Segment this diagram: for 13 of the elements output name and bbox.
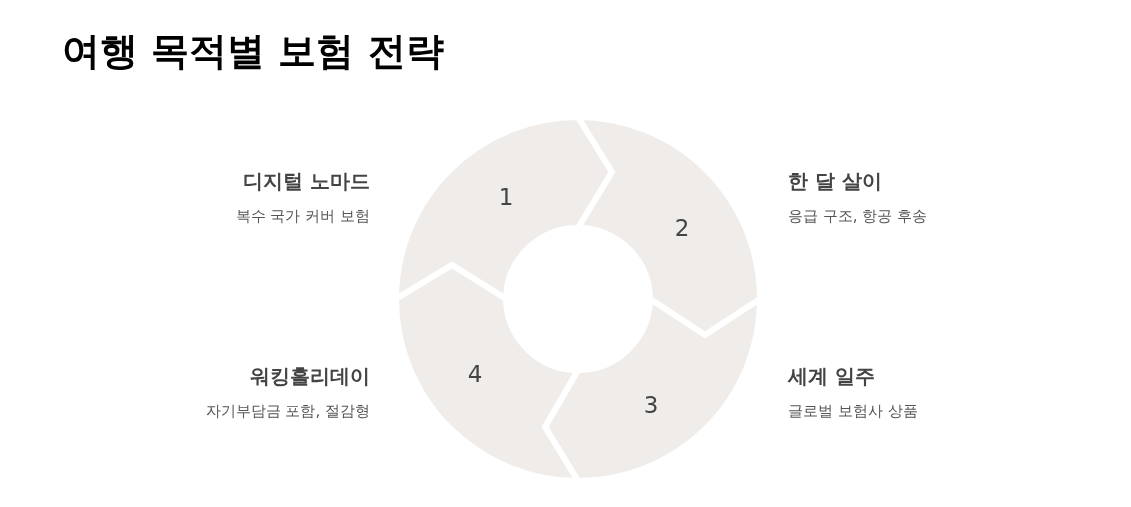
segment-title: 워킹홀리데이 [250, 363, 370, 390]
segment-description: 자기부담금 포함, 절감형 [205, 402, 370, 421]
segment-title: 디지털 노마드 [243, 168, 370, 195]
segment-title: 한 달 살이 [788, 168, 882, 195]
step-number: 4 [467, 361, 483, 387]
step-number: 2 [674, 215, 690, 241]
step-number: 3 [643, 392, 659, 418]
segment-description: 응급 구조, 항공 후송 [788, 207, 928, 226]
segment-description: 글로벌 보험사 상품 [788, 402, 918, 421]
segment-title: 세계 일주 [788, 363, 875, 390]
page-title: 여행 목적별 보험 전략 [62, 28, 444, 75]
step-number: 1 [498, 184, 514, 210]
segment-description: 복수 국가 커버 보험 [235, 207, 370, 226]
